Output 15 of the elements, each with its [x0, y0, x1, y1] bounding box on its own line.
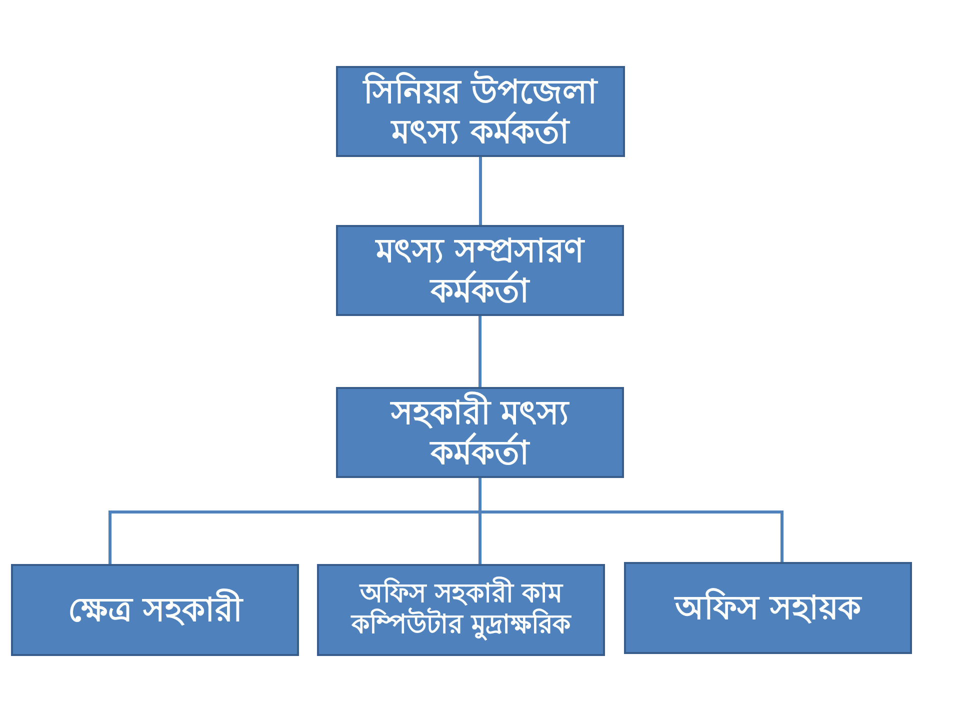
position-box [11, 564, 299, 656]
connector-line [478, 478, 784, 562]
position-title: ক্ষেত্র সহকারী [68, 590, 242, 630]
position-title: মৎস্য সম্প্রসারণ কর্মকর্তা [374, 230, 586, 310]
connector-line [479, 157, 482, 225]
position-box [624, 562, 912, 654]
position-title: সিনিয়র উপজেলা মৎস্য কর্মকর্তা [362, 72, 599, 152]
position-box [317, 564, 605, 656]
position-title: অফিস সহায়ক [674, 588, 862, 628]
position-box [336, 66, 625, 157]
position-title: অফিস সহকারী কাম কম্পিউটার মুদ্রাক্ষরিক [350, 578, 572, 642]
connector-line [478, 316, 482, 387]
position-title: সহকারী মৎস্য কর্মকর্তা [389, 392, 570, 472]
position-box [336, 387, 624, 478]
position-box [336, 225, 624, 316]
